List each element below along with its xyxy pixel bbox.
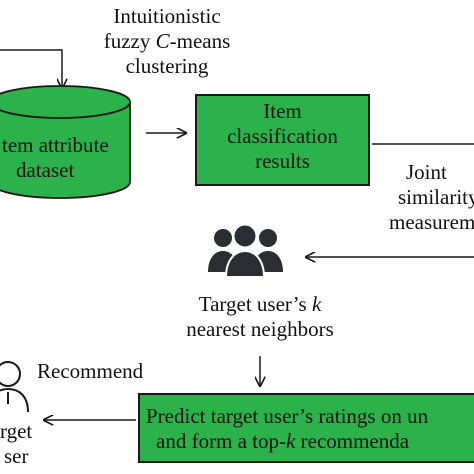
clustering-label: Intuitionistic fuzzy C-means clustering bbox=[82, 4, 252, 79]
classification-box: Item classification results bbox=[195, 94, 370, 186]
dataset-label-line2: dataset bbox=[16, 158, 75, 182]
recommend-label: Recommend bbox=[37, 359, 144, 383]
clustering-label-line3: clustering bbox=[125, 54, 209, 78]
classification-line3: results bbox=[255, 149, 310, 173]
target-user-line2: ser bbox=[4, 444, 29, 468]
classification-line1: Item bbox=[263, 99, 302, 123]
user-group-icon bbox=[208, 223, 283, 278]
predict-line2: and form a top-k recommenda bbox=[146, 429, 474, 454]
joint-similarity-label: Joint similarity measureme bbox=[386, 160, 474, 235]
clustering-label-line2-italic: C bbox=[155, 29, 170, 53]
loop-arrow bbox=[0, 49, 62, 88]
clustering-label-line2-suffix: -means bbox=[169, 29, 231, 53]
neighbors-label: Target user’s k nearest neighbors bbox=[160, 292, 360, 342]
neighbors-line2: nearest neighbors bbox=[186, 317, 334, 341]
neighbors-line1: Target user’s k bbox=[160, 292, 360, 317]
database-cylinder-icon bbox=[0, 85, 131, 199]
target-user-label: rget ser bbox=[0, 419, 32, 469]
clustering-label-line2: fuzzy C-means bbox=[82, 29, 252, 54]
predict-line2-suffix: recommenda bbox=[295, 429, 410, 453]
predict-line1: Predict target user’s ratings on un bbox=[146, 404, 429, 428]
joint-line2: similarity bbox=[398, 185, 474, 209]
joint-line1: Joint bbox=[406, 160, 447, 184]
target-user-line1: rget bbox=[0, 419, 33, 443]
classification-label: Item classification results bbox=[197, 99, 368, 174]
dataset-label: tem attribute dataset bbox=[0, 133, 130, 183]
joint-line3: measureme bbox=[389, 210, 474, 234]
predict-label: Predict target user’s ratings on un and … bbox=[146, 404, 474, 454]
predict-line2-italic: k bbox=[286, 429, 296, 453]
predict-line2-prefix: and form a top- bbox=[156, 429, 287, 453]
dataset-label-line1: tem attribute bbox=[2, 133, 109, 157]
clustering-label-line1: Intuitionistic bbox=[113, 4, 221, 28]
clustering-label-line2-prefix: fuzzy bbox=[103, 29, 156, 53]
predict-box: Predict target user’s ratings on un and … bbox=[138, 393, 474, 463]
neighbors-line1-italic: k bbox=[311, 292, 322, 316]
classification-line2: classification bbox=[227, 124, 338, 148]
neighbors-line1-prefix: Target user’s bbox=[198, 292, 312, 316]
single-user-icon bbox=[0, 361, 29, 413]
